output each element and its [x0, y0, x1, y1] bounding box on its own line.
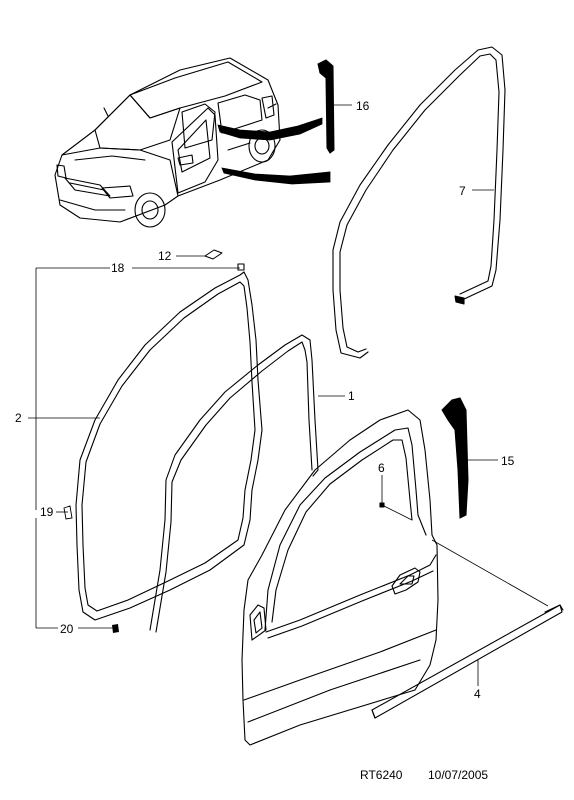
callout-12: 12 [158, 249, 172, 263]
callout-6: 6 [378, 461, 385, 475]
callout-16: 16 [356, 99, 370, 113]
hardware-marks [63, 505, 119, 633]
part-2-door-weatherstrip [75, 263, 263, 621]
callout-4: 4 [474, 687, 481, 701]
callout-labels: 16 7 12 18 1 2 15 6 19 20 4 [15, 99, 515, 701]
callout-18: 18 [111, 261, 125, 275]
callout-2: 2 [15, 411, 22, 425]
drawing-date: 10/07/2005 [428, 768, 488, 782]
part-12-clip [204, 249, 223, 260]
part-4-side-molding [371, 604, 564, 719]
drawing-code: RT6240 [360, 768, 403, 782]
footer: RT6240 10/07/2005 [360, 768, 488, 782]
callout-15: 15 [501, 454, 515, 468]
part-7-opening-weatherstrip [332, 46, 506, 359]
callout-7: 7 [459, 184, 466, 198]
front-door-panel [241, 409, 439, 746]
leader-lines [28, 104, 549, 686]
callout-19: 19 [40, 505, 54, 519]
part-16-pillar-molding [217, 59, 335, 185]
callout-20: 20 [60, 622, 74, 636]
callout-1: 1 [348, 389, 355, 403]
part-1-window-channel [149, 334, 319, 633]
car-illustration [54, 57, 281, 228]
part-15-pillar-applique [441, 397, 469, 519]
